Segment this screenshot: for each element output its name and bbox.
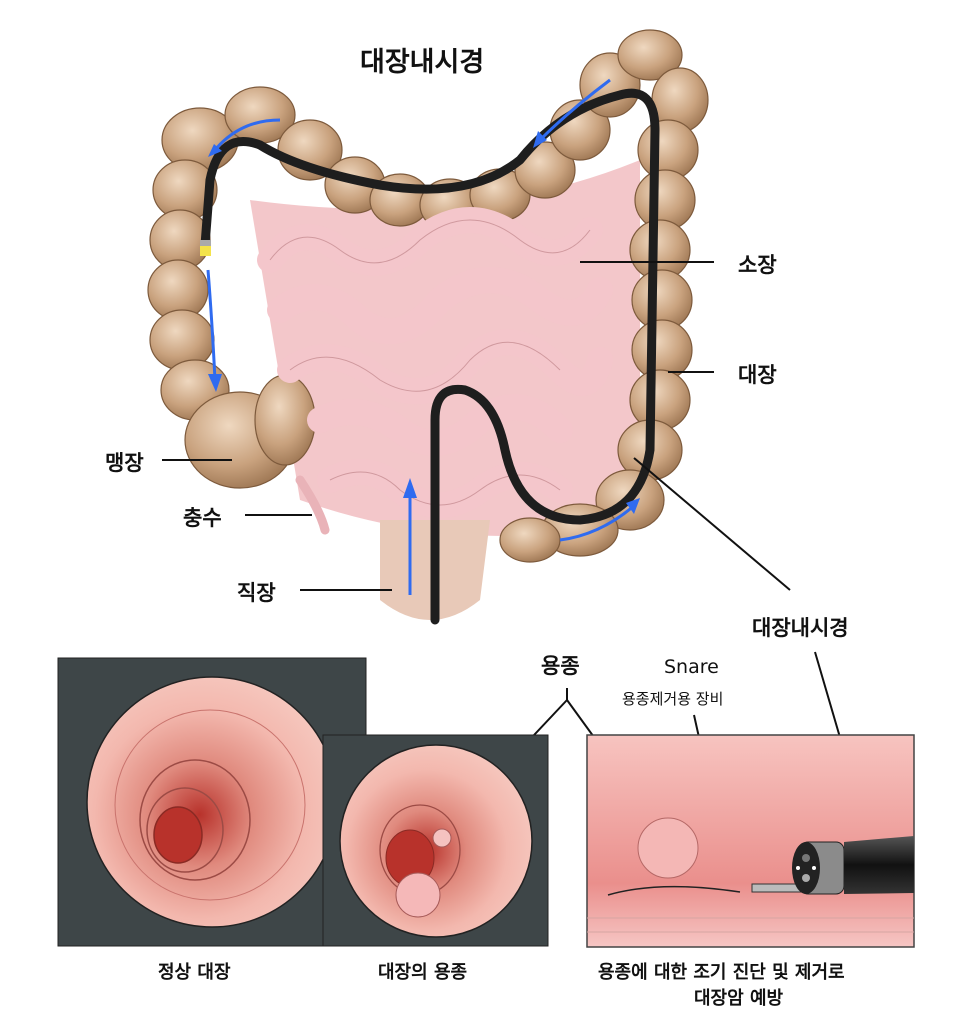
polyp-colon-panel [322,734,549,947]
snare-removal-panel [586,734,915,948]
label-snare-desc: 용종제거용 장비 [622,690,724,708]
caption-removal-line2: 대장암 예방 [694,988,784,1009]
small-polyp [432,828,452,848]
label-snare: Snare [664,656,719,678]
large-intestine [147,29,709,563]
colonoscope-tube [200,88,660,625]
label-small-intestine: 소장 [738,253,777,277]
caption-removal-line1: 용종에 대한 조기 진단 및 제거로 [598,962,845,983]
scope-tip-band [200,240,211,246]
page-title: 대장내시경 [360,47,485,78]
appendix [295,475,330,535]
caption-polyp-view: 대장의 용종 [378,962,468,983]
label-colonoscope: 대장내시경 [752,616,849,640]
label-cecum: 맹장 [105,451,144,475]
polyp [637,817,699,879]
normal-colon-panel [57,657,367,947]
label-appendix: 충수 [183,506,222,530]
caption-normal-colon: 정상 대장 [158,962,231,983]
direction-arrows [206,78,636,595]
label-rectum: 직장 [237,581,276,605]
snare-loop [607,885,741,896]
label-large-intestine: 대장 [738,363,777,387]
scope-light [200,246,211,256]
scope-body [844,836,914,894]
label-polyp: 용종 [541,654,580,678]
large-polyp [395,872,441,918]
